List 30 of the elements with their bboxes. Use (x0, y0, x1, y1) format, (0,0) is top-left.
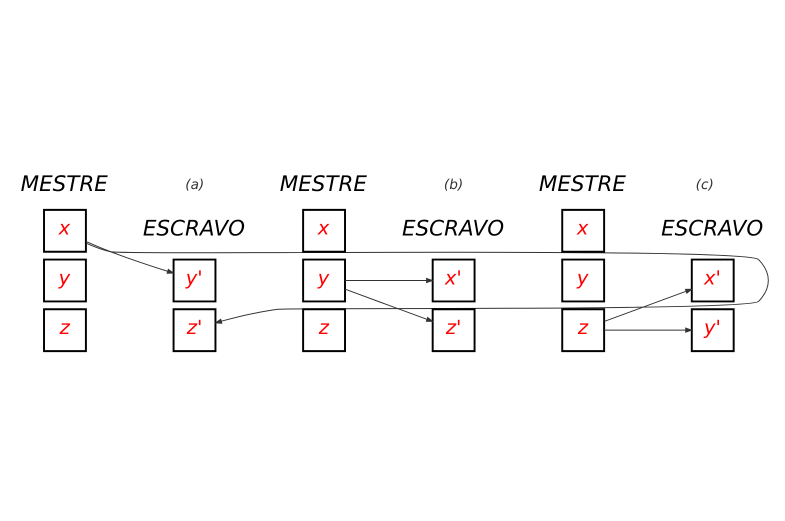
arrow (604, 288, 694, 322)
node-box: x' (690, 258, 735, 302)
label: MESTRE (280, 171, 367, 196)
arrow (604, 326, 693, 332)
label: MESTRE (20, 171, 108, 196)
label: (b) (444, 176, 464, 193)
node-box: z' (432, 308, 476, 352)
node-box: z' (172, 308, 216, 352)
node-box: x (43, 208, 87, 252)
node-box: z (302, 308, 346, 352)
arrow (344, 288, 434, 322)
arrow (344, 277, 434, 283)
arrow (86, 240, 175, 274)
node-box: x (561, 208, 606, 252)
node-box: y (561, 258, 606, 302)
node-box: y' (690, 308, 735, 352)
arrow (86, 242, 769, 324)
node-box: y (302, 258, 346, 302)
label: (a) (185, 176, 204, 193)
label: (c) (696, 176, 714, 193)
node-box: z (561, 308, 606, 352)
node-box: x' (432, 258, 476, 302)
node-box: x (302, 208, 346, 252)
label: MESTRE (538, 171, 626, 196)
label: ESCRAVO (661, 216, 764, 241)
node-box: y' (172, 258, 216, 302)
node-box: y (43, 258, 87, 302)
node-box: z (43, 308, 87, 352)
label: ESCRAVO (402, 216, 504, 241)
label: ESCRAVO (142, 216, 245, 241)
